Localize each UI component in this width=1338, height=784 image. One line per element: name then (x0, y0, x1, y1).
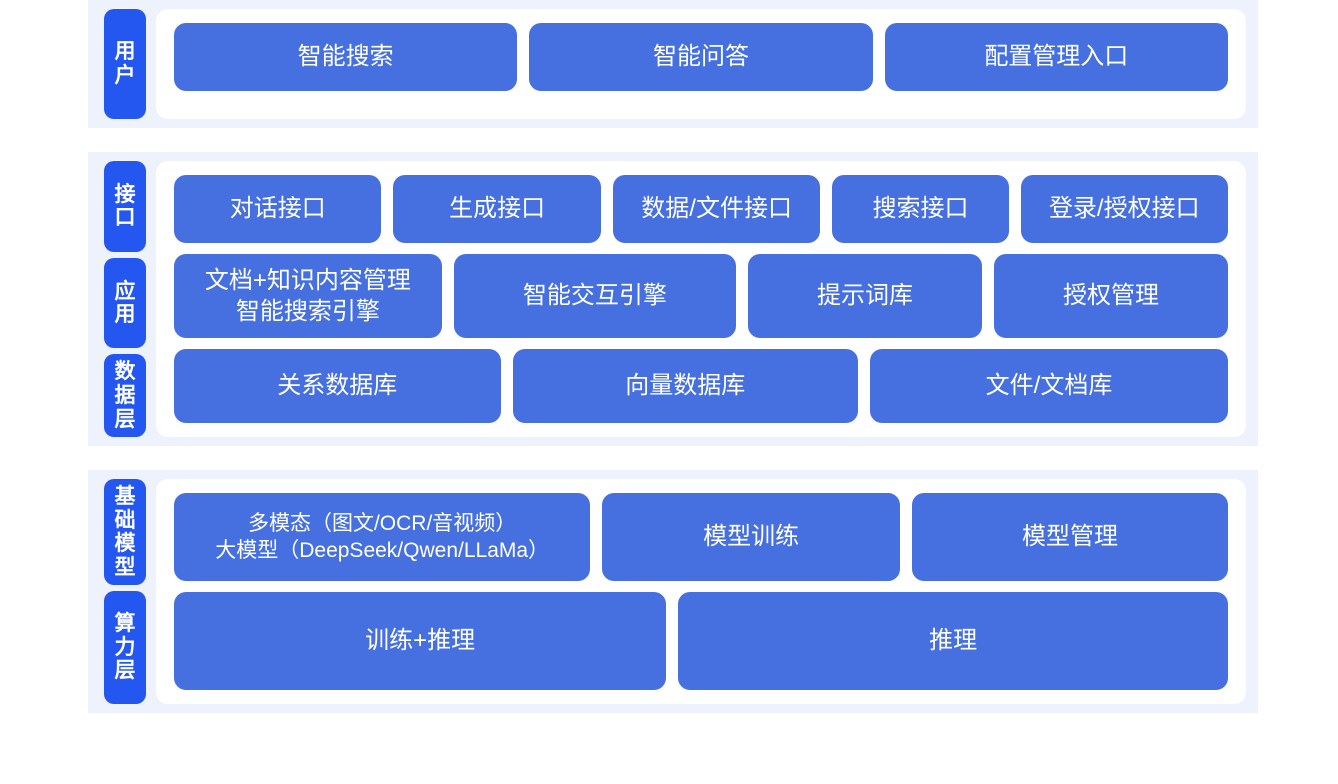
box-prompt-library[interactable]: 提示词库 (748, 254, 982, 338)
panel-base: 多模态（图文/OCR/音视频） 大模型（DeepSeek/Qwen/LLaMa）… (156, 479, 1246, 704)
box-authorization-management[interactable]: 授权管理 (994, 254, 1228, 338)
row-data-stores: 关系数据库 向量数据库 文件/文档库 (174, 349, 1229, 423)
section-divider-1 (88, 128, 1258, 152)
rail-pill-label: 数据层 (114, 360, 136, 431)
rail-pill-interface[interactable]: 接口 (104, 161, 146, 252)
row-api-interfaces: 对话接口 生成接口 数据/文件接口 搜索接口 登录/授权接口 (174, 175, 1228, 243)
row-foundation-models: 多模态（图文/OCR/音视频） 大模型（DeepSeek/Qwen/LLaMa）… (174, 493, 1228, 581)
box-multimodal-llm[interactable]: 多模态（图文/OCR/音视频） 大模型（DeepSeek/Qwen/LLaMa） (174, 493, 591, 581)
box-search-api[interactable]: 搜索接口 (832, 175, 1009, 243)
box-generation-api[interactable]: 生成接口 (393, 175, 601, 243)
box-login-auth-api[interactable]: 登录/授权接口 (1020, 175, 1228, 243)
box-data-file-api[interactable]: 数据/文件接口 (612, 175, 821, 243)
row-compute-resources: 训练+推理 推理 (174, 592, 1228, 690)
label-rail-middle: 接口 应用 数据层 (88, 152, 146, 446)
box-inference[interactable]: 推理 (678, 592, 1228, 690)
box-training-inference[interactable]: 训练+推理 (174, 592, 667, 690)
row-application-modules: 文档+知识内容管理 智能搜索引擎 智能交互引擎 提示词库 授权管理 (174, 254, 1228, 338)
rail-pill-user[interactable]: 用户 (104, 9, 146, 119)
architecture-diagram: 用户 智能搜索 智能问答 配置管理入口 接口 应用 数据层 (88, 0, 1258, 713)
rail-pill-label: 应用 (114, 279, 136, 327)
rail-pill-label: 用户 (114, 40, 136, 87)
rail-pill-data-layer[interactable]: 数据层 (104, 354, 146, 438)
box-config-management-entry[interactable]: 配置管理入口 (884, 23, 1228, 91)
box-relational-database[interactable]: 关系数据库 (174, 349, 501, 423)
section-middle: 接口 应用 数据层 对话接口 生成接口 数据/文件接口 搜索接口 登录/授权接口… (88, 152, 1258, 446)
box-intelligent-qa[interactable]: 智能问答 (529, 23, 873, 91)
label-rail-base: 基础模型 算力层 (88, 470, 146, 713)
section-divider-2 (88, 446, 1258, 470)
box-model-management[interactable]: 模型管理 (912, 493, 1228, 581)
box-interaction-engine[interactable]: 智能交互引擎 (453, 254, 737, 338)
box-intelligent-search[interactable]: 智能搜索 (174, 23, 518, 91)
rail-pill-label: 接口 (114, 182, 136, 230)
rail-pill-label: 算力层 (114, 612, 136, 683)
box-vector-database[interactable]: 向量数据库 (512, 349, 858, 423)
rail-pill-application[interactable]: 应用 (104, 257, 146, 349)
rail-pill-compute-layer[interactable]: 算力层 (104, 591, 146, 704)
box-model-training[interactable]: 模型训练 (602, 493, 901, 581)
section-user: 用户 智能搜索 智能问答 配置管理入口 (88, 0, 1258, 128)
panel-user: 智能搜索 智能问答 配置管理入口 (156, 9, 1246, 119)
box-doc-knowledge-management[interactable]: 文档+知识内容管理 智能搜索引擎 (174, 254, 442, 338)
rail-pill-label: 基础模型 (114, 485, 136, 579)
rail-pill-foundation-model[interactable]: 基础模型 (104, 479, 146, 586)
panel-middle: 对话接口 生成接口 数据/文件接口 搜索接口 登录/授权接口 文档+知识内容管理… (156, 161, 1246, 437)
label-rail-user: 用户 (88, 0, 146, 128)
box-dialog-api[interactable]: 对话接口 (174, 175, 382, 243)
section-base: 基础模型 算力层 多模态（图文/OCR/音视频） 大模型（DeepSeek/Qw… (88, 470, 1258, 713)
box-file-document-store[interactable]: 文件/文档库 (870, 349, 1229, 423)
row-user-entries: 智能搜索 智能问答 配置管理入口 (174, 23, 1228, 91)
